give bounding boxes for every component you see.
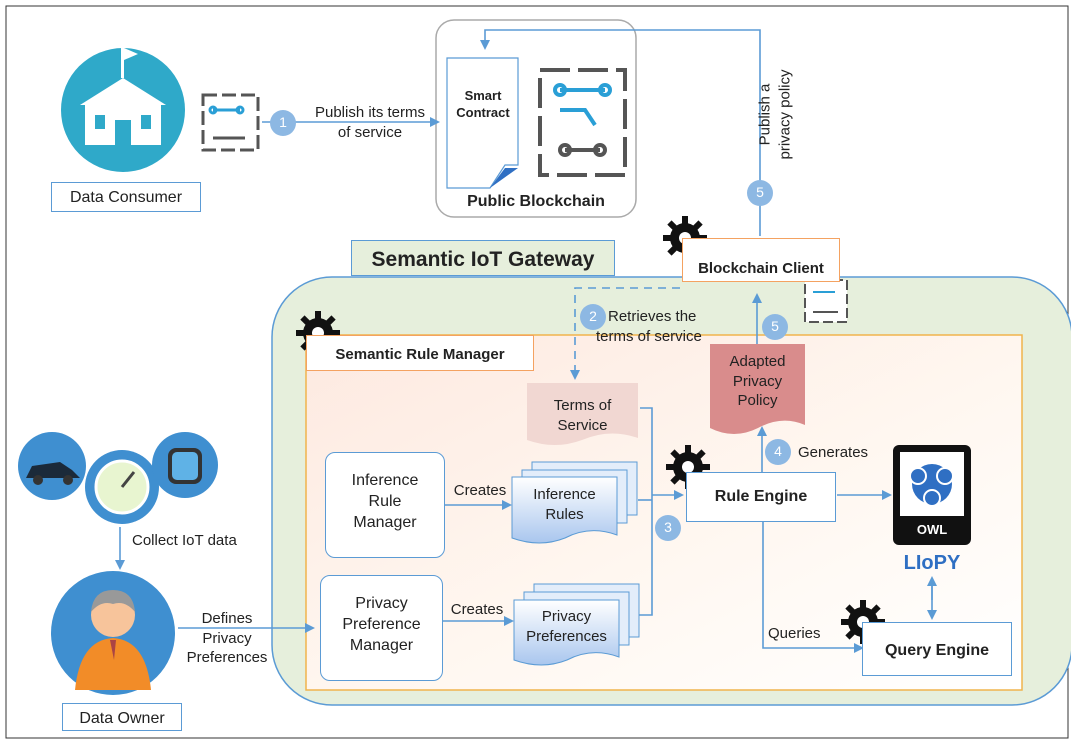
smart-contract-fold xyxy=(490,168,518,188)
chip-icon-client xyxy=(804,279,848,323)
arrow-retrieves-terms xyxy=(570,287,680,380)
adapted-policy-line2: Privacy xyxy=(732,372,783,390)
query-engine-box: Query Engine xyxy=(862,622,1012,676)
arrow-queries xyxy=(762,520,864,653)
privacy-preferences-label: Privacy Preferences xyxy=(514,607,619,646)
privacy-pref-manager-box: Privacy Preference Manager xyxy=(320,575,443,681)
inference-rule-manager-label: Inference Rule Manager xyxy=(326,471,444,533)
inference-rules-line2: Rules xyxy=(545,505,584,523)
data-consumer-label: Data Consumer xyxy=(69,189,183,206)
arrow-publish-policy xyxy=(480,29,761,236)
data-owner-label: Data Owner xyxy=(79,710,165,727)
blockchain-chip-icon xyxy=(538,68,627,177)
privacy-pref-manager-label: Privacy Preference Manager xyxy=(321,594,442,656)
defines-line1: Defines xyxy=(201,610,253,627)
bracket-inputs xyxy=(636,407,653,616)
gateway-title-box: Semantic IoT Gateway xyxy=(351,240,615,276)
retrieves-line1: Retrieves the xyxy=(608,308,697,325)
policy-doc-shape xyxy=(710,344,805,434)
car-iot-icon xyxy=(18,432,86,500)
step-3: 3 xyxy=(664,519,672,535)
terms-line2: Service xyxy=(557,416,608,434)
rule-manager-title-box: Semantic Rule Manager xyxy=(306,335,534,371)
ppm-line1: Privacy xyxy=(355,595,408,612)
smartwatch-icon xyxy=(152,432,218,498)
speedometer-icon xyxy=(85,450,159,524)
step-1: 1 xyxy=(279,114,287,130)
smart-contract-line2: Contract xyxy=(456,104,510,120)
inference-rule-manager-box: Inference Rule Manager xyxy=(325,452,445,558)
rule-engine-label: Rule Engine xyxy=(714,488,808,505)
step-5-publish: 5 xyxy=(756,184,764,200)
retrieves-line2: terms of service xyxy=(596,327,702,345)
pp-line2: Preferences xyxy=(526,627,607,645)
step-5-policy: 5 xyxy=(771,318,779,334)
ppm-line2: Preference xyxy=(342,615,421,633)
blockchain-client-label: Blockchain Client xyxy=(698,260,824,277)
generates-label: Generates xyxy=(798,444,869,461)
defines-line3: Preferences xyxy=(186,649,268,666)
inference-rules-line1: Inference xyxy=(533,486,596,503)
terms-line1: Terms of xyxy=(553,397,612,414)
owl-name: LIoPY xyxy=(903,552,961,574)
smart-contract-line1: Smart xyxy=(464,88,502,103)
chip-icon-consumer xyxy=(201,93,260,152)
step-2: 2 xyxy=(589,308,597,324)
smart-contract-label: Smart Contract xyxy=(449,88,517,122)
data-consumer-box: Data Consumer xyxy=(51,182,201,212)
collect-iot-label: Collect IoT data xyxy=(132,532,237,549)
adapted-policy-line1: Adapted xyxy=(729,353,786,370)
step-circles xyxy=(270,110,791,541)
publish-policy-line1: Publish a xyxy=(756,83,774,146)
defines-privacy-label: Defines Privacy Preferences xyxy=(178,609,276,668)
retrieves-label: Retrieves the terms of service xyxy=(596,307,736,346)
inference-rules-label: Inference Rules xyxy=(512,485,617,524)
person-icon xyxy=(75,590,151,690)
publish-terms-label: Publish its terms of service xyxy=(300,103,440,142)
ppm-line3: Manager xyxy=(349,636,414,654)
rule-manager-title: Semantic Rule Manager xyxy=(335,346,505,363)
publish-terms-line2: of service xyxy=(337,123,403,141)
pp-line1: Privacy xyxy=(541,608,592,625)
terms-of-service-label: Terms of Service xyxy=(527,396,638,435)
school-building-icon xyxy=(80,48,166,145)
rule-engine-box: Rule Engine xyxy=(686,472,836,522)
data-owner-box: Data Owner xyxy=(62,703,182,731)
creates-label-rules: Creates xyxy=(453,482,507,499)
query-engine-label: Query Engine xyxy=(884,642,990,659)
privacy-preferences-stack xyxy=(513,583,640,666)
irm-line1: Inference xyxy=(351,472,419,489)
public-blockchain-title: Public Blockchain xyxy=(467,193,605,210)
owl-ontology-icon xyxy=(893,445,971,545)
publish-terms-line1: Publish its terms xyxy=(314,104,426,121)
irm-line3: Manager xyxy=(353,513,417,531)
blockchain-client-box: Blockchain Client xyxy=(682,238,840,282)
adapted-policy-label: Adapted Privacy Policy xyxy=(710,352,805,411)
step-4: 4 xyxy=(774,443,782,459)
publish-policy-label: Publish a privacy policy xyxy=(756,40,795,190)
inference-rules-stack xyxy=(511,461,638,544)
gateway-title: Semantic IoT Gateway xyxy=(371,248,595,271)
defines-line2: Privacy xyxy=(202,629,252,647)
smart-contract-doc xyxy=(446,57,519,189)
queries-label: Queries xyxy=(768,625,821,642)
owl-badge: OWL xyxy=(916,522,948,537)
creates-label-prefs: Creates xyxy=(450,601,504,618)
terms-doc-shape xyxy=(527,383,638,445)
adapted-policy-line3: Policy xyxy=(737,392,778,409)
irm-line2: Rule xyxy=(368,492,402,510)
publish-policy-line2: privacy policy xyxy=(776,69,793,160)
